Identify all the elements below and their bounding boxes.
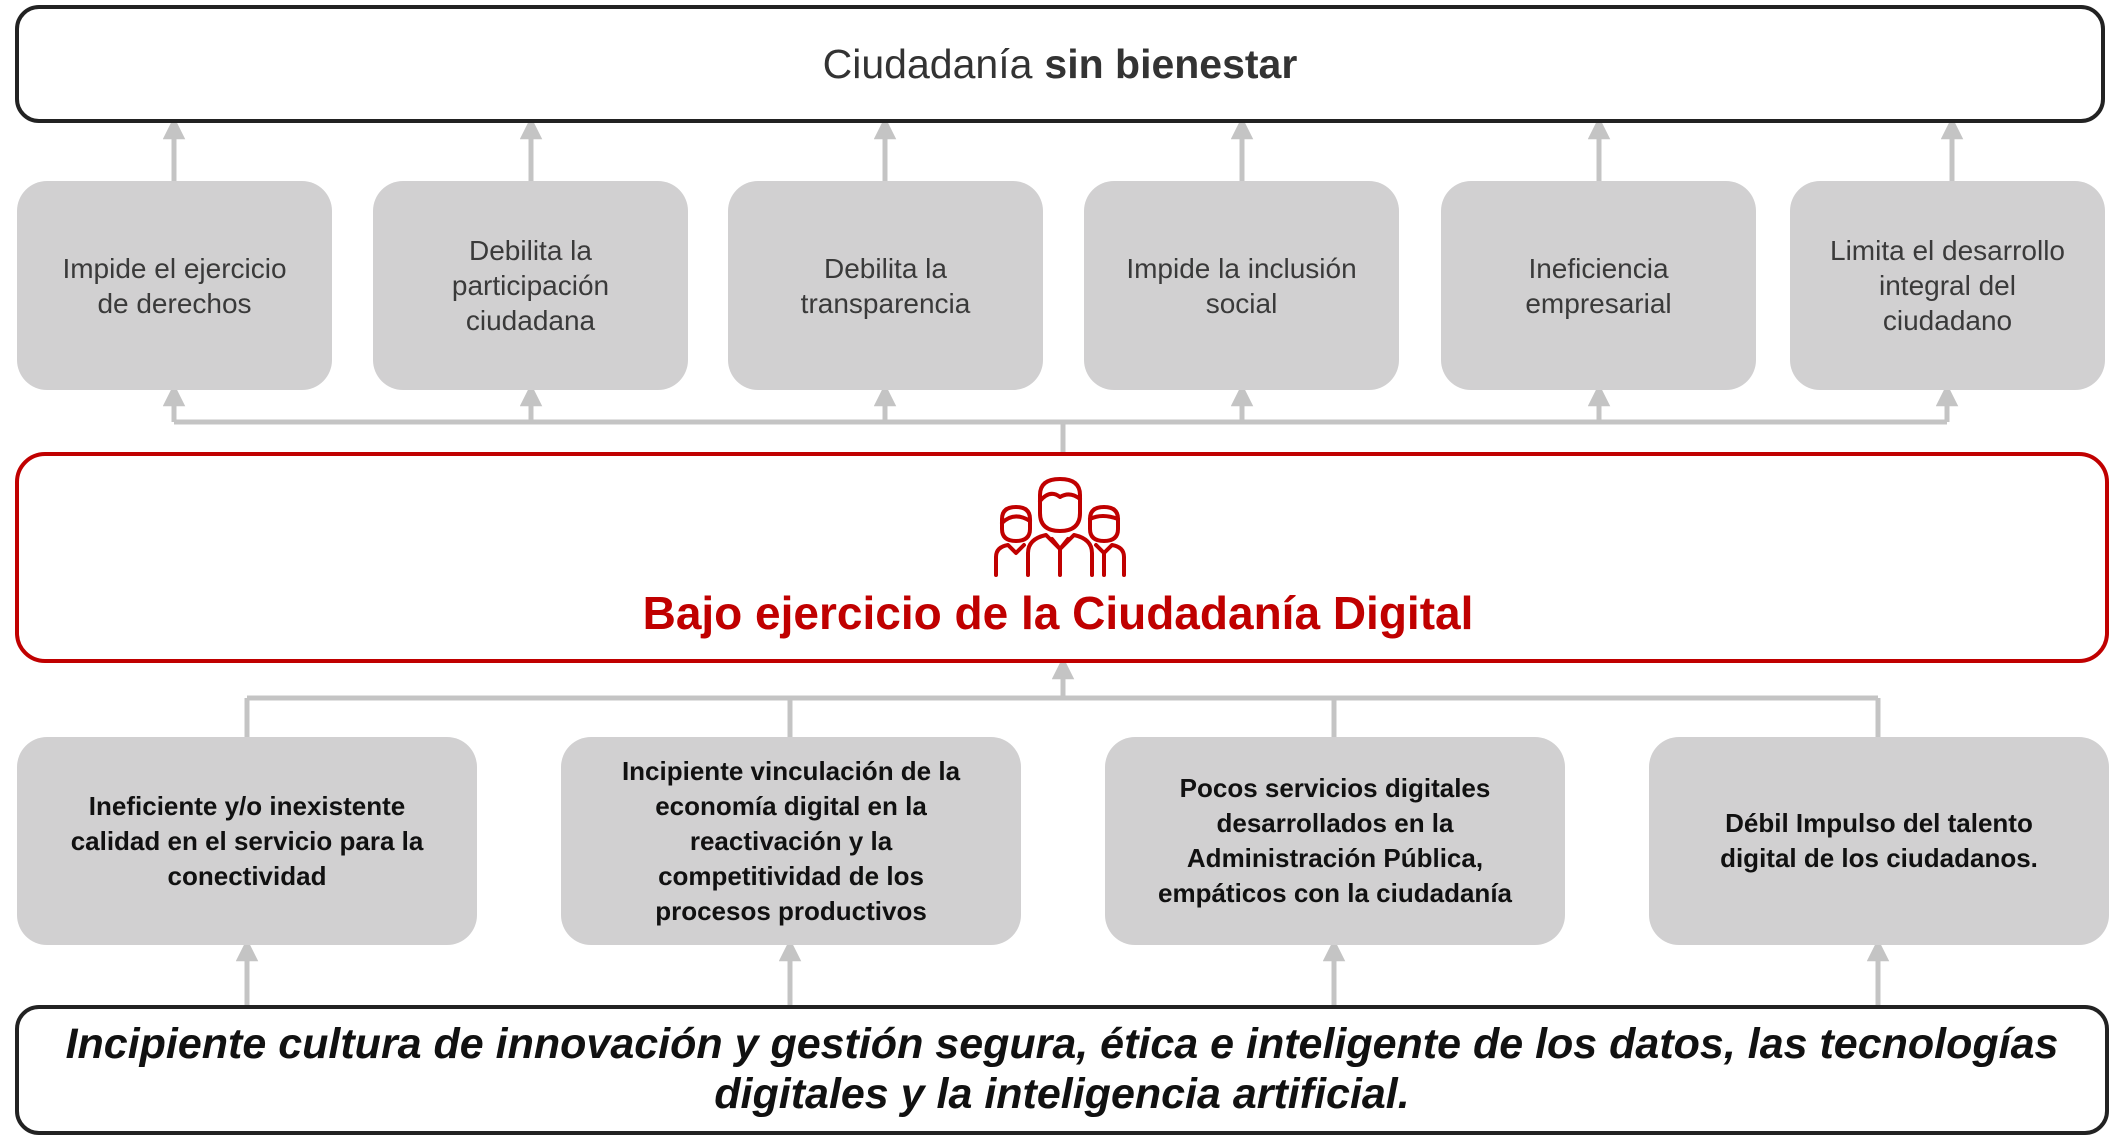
effect-box-4: Impide la inclusión social	[1084, 181, 1399, 390]
effect-box-6: Limita el desarrollo integral del ciudad…	[1790, 181, 2105, 390]
cause-box-2: Incipiente vinculación de la economía di…	[561, 737, 1021, 945]
cause-box-3: Pocos servicios digitales desarrollados …	[1105, 737, 1565, 945]
top-effect-bold-text: sin bienestar	[1044, 40, 1298, 87]
cause-box-4: Débil Impulso del talento digital de los…	[1649, 737, 2109, 945]
central-problem-title: Bajo ejercicio de la Ciudadanía Digital	[642, 587, 1474, 639]
top-effect-box: Ciudadanía sin bienestar	[15, 5, 2105, 123]
top-effect-regular-text: Ciudadanía	[822, 40, 1033, 87]
effect-box-3: Debilita la transparencia	[728, 181, 1043, 390]
root-cause-box: Incipiente cultura de innovación y gesti…	[15, 1005, 2109, 1135]
effect-box-1: Impide el ejercicio de derechos	[17, 181, 332, 390]
cause-box-1: Ineficiente y/o inexistente calidad en e…	[17, 737, 477, 945]
effect-box-2: Debilita la participación ciudadana	[373, 181, 688, 390]
effect-box-5: Ineficiencia empresarial	[1441, 181, 1756, 390]
people-group-icon	[994, 477, 1126, 577]
